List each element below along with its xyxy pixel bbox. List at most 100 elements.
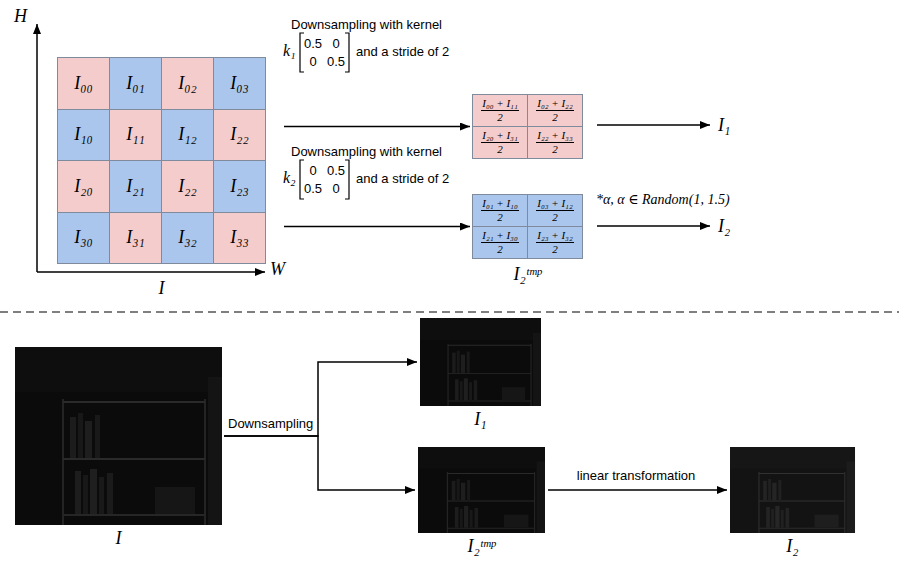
cell-label: I₃₃ bbox=[230, 227, 249, 248]
matrix-entry: 0.5 bbox=[304, 36, 322, 52]
arrow-label: linear transformation bbox=[577, 468, 696, 484]
pixel-cell: I₂₃ bbox=[213, 160, 266, 213]
pixel-cell: I₃₃ bbox=[213, 212, 266, 265]
output-symbol: I₂ bbox=[712, 214, 736, 238]
brightness-overlay bbox=[730, 447, 855, 533]
cell-label: I₂₀ bbox=[74, 176, 93, 197]
cell-label: I₀₂ bbox=[178, 73, 197, 94]
pixel-cell: I₂₀ bbox=[57, 160, 110, 213]
figure-caption: I bbox=[116, 527, 122, 549]
pixel-cell: I₃₂ bbox=[161, 212, 214, 265]
pixel-cell: I₂₂ bbox=[161, 160, 214, 213]
flow-arrow bbox=[284, 226, 470, 228]
cell-label: I₂₂ bbox=[178, 176, 197, 197]
cell-label: I₁₀ bbox=[74, 124, 93, 145]
figure-caption: I₂ᵗᵐᵖ bbox=[468, 535, 496, 557]
dashed-separator bbox=[0, 311, 899, 312]
fraction-denominator: 2 bbox=[497, 111, 503, 124]
photo-frame: I₂ᵗᵐᵖ bbox=[418, 447, 545, 533]
figure-caption: I bbox=[159, 277, 165, 299]
pixel-cell: I₀₂ bbox=[161, 57, 214, 110]
cell-label: I₃₁ bbox=[126, 227, 145, 248]
cell-label: I₃₂ bbox=[178, 227, 197, 248]
output-symbol: I₁ bbox=[712, 113, 736, 137]
input-photo bbox=[15, 347, 222, 525]
arrow-label: *α, α ∈ Random(1, 1.5) bbox=[596, 192, 730, 208]
flow-arrow bbox=[548, 489, 727, 491]
axis-label: H bbox=[14, 8, 27, 24]
fraction-denominator: 2 bbox=[552, 243, 558, 256]
symbol-label: I₁ bbox=[718, 113, 730, 137]
matrix-entry: 0.5 bbox=[304, 181, 322, 197]
cell-label: I₂₁ bbox=[126, 176, 145, 197]
averaged-cell: I₀₂ + I₂₂2 bbox=[527, 94, 583, 127]
pooled-grid: I₂ᵗᵐᵖI₀₁ + I₁₀2I₀₃ + I₁₂2I₂₁ + I₃₀2I₂₃ +… bbox=[472, 194, 583, 259]
cell-label: I₀₁ bbox=[126, 73, 145, 94]
fraction-numerator: I₀₁ + I₁₀ bbox=[481, 197, 519, 211]
matrix-bracket bbox=[300, 160, 304, 199]
width-axis bbox=[37, 271, 265, 273]
matrix-bracket bbox=[345, 33, 349, 72]
fraction-denominator: 2 bbox=[552, 211, 558, 224]
flow-arrow bbox=[597, 124, 710, 126]
pixel-cell: I₁₀ bbox=[57, 109, 110, 162]
pixel-cell: I₁₂ bbox=[161, 109, 214, 162]
fraction-denominator: 2 bbox=[497, 143, 503, 156]
matrix-entry: 0.5 bbox=[327, 54, 345, 70]
downsampled-photo bbox=[420, 318, 541, 406]
fraction-numerator: I₀₃ + I₁₂ bbox=[536, 197, 574, 211]
cell-label: I₁₁ bbox=[126, 124, 145, 145]
averaged-cell: I₀₁ + I₁₀2 bbox=[472, 194, 528, 227]
pixel-cell: I₀₁ bbox=[109, 57, 162, 110]
height-axis bbox=[36, 24, 38, 272]
pixel-cell: I₂₁ bbox=[109, 160, 162, 213]
averaged-cell: I₀₃ + I₁₂2 bbox=[527, 194, 583, 227]
transformed-photo bbox=[730, 447, 855, 533]
cell-label: I₀₀ bbox=[74, 73, 93, 94]
operation-label: and a stride of 2 bbox=[356, 44, 449, 60]
flow-arrow bbox=[224, 436, 415, 490]
fraction-numerator: I₂₁ + I₃₀ bbox=[481, 229, 519, 243]
averaged-cell: I₂₀ + I₃₁2 bbox=[472, 126, 528, 159]
fraction-denominator: 2 bbox=[552, 111, 558, 124]
flow-arrow bbox=[597, 225, 710, 227]
averaged-cell: I₂₂ + I₃₃2 bbox=[527, 126, 583, 159]
matrix-bracket bbox=[345, 160, 349, 199]
fraction-numerator: I₂₂ + I₃₃ bbox=[536, 129, 574, 143]
operation-label: Downsampling with kernel bbox=[291, 17, 442, 33]
figure-caption: I₂ᵗᵐᵖ bbox=[514, 263, 542, 285]
pixel-cell: I₃₁ bbox=[109, 212, 162, 265]
fraction-denominator: 2 bbox=[497, 243, 503, 256]
axis-label: W bbox=[270, 261, 285, 277]
pixel-cell: I₃₀ bbox=[57, 212, 110, 265]
cell-label: I₃₀ bbox=[74, 227, 93, 248]
symbol-label: I₂ bbox=[718, 214, 730, 238]
matrix-entry: 0.5 bbox=[327, 163, 345, 179]
cell-label: I₀₃ bbox=[230, 73, 249, 94]
pixel-cell: I₁₁ bbox=[109, 109, 162, 162]
fraction-denominator: 2 bbox=[497, 211, 503, 224]
matrix-entry: 0 bbox=[309, 54, 316, 70]
operation-label: Downsampling with kernel bbox=[291, 144, 442, 160]
flow-arrow bbox=[284, 126, 470, 128]
matrix-entry: 0 bbox=[332, 181, 339, 197]
matrix-bracket bbox=[300, 33, 304, 72]
pixel-cell: I₀₃ bbox=[213, 57, 266, 110]
fraction-numerator: I₀₀ + I₁₁ bbox=[481, 97, 519, 111]
photo-frame: I₂ bbox=[730, 447, 855, 533]
operation-label: and a stride of 2 bbox=[356, 171, 449, 187]
matrix-entry: 0 bbox=[332, 36, 339, 52]
averaged-cell: I₀₀ + I₁₁2 bbox=[472, 94, 528, 127]
photo-frame: I₁ bbox=[420, 318, 541, 406]
downsampled-photo bbox=[418, 447, 545, 533]
pixel-grid: II₀₀I₀₁I₀₂I₀₃I₁₀I₁₁I₁₂I₂₂I₂₀I₂₁I₂₂I₂₃I₃₀… bbox=[57, 57, 266, 264]
averaged-cell: I₂₃ + I₃₂2 bbox=[527, 226, 583, 259]
fraction-denominator: 2 bbox=[552, 143, 558, 156]
averaged-cell: I₂₁ + I₃₀2 bbox=[472, 226, 528, 259]
pooled-grid: I₀₀ + I₁₁2I₀₂ + I₂₂2I₂₀ + I₃₁2I₂₂ + I₃₃2 bbox=[472, 94, 583, 159]
figure-caption: I₁ bbox=[474, 408, 486, 430]
figure-caption: I₂ bbox=[786, 535, 798, 557]
fraction-numerator: I₂₀ + I₃₁ bbox=[481, 129, 519, 143]
fraction-numerator: I₀₂ + I₂₂ bbox=[536, 97, 574, 111]
